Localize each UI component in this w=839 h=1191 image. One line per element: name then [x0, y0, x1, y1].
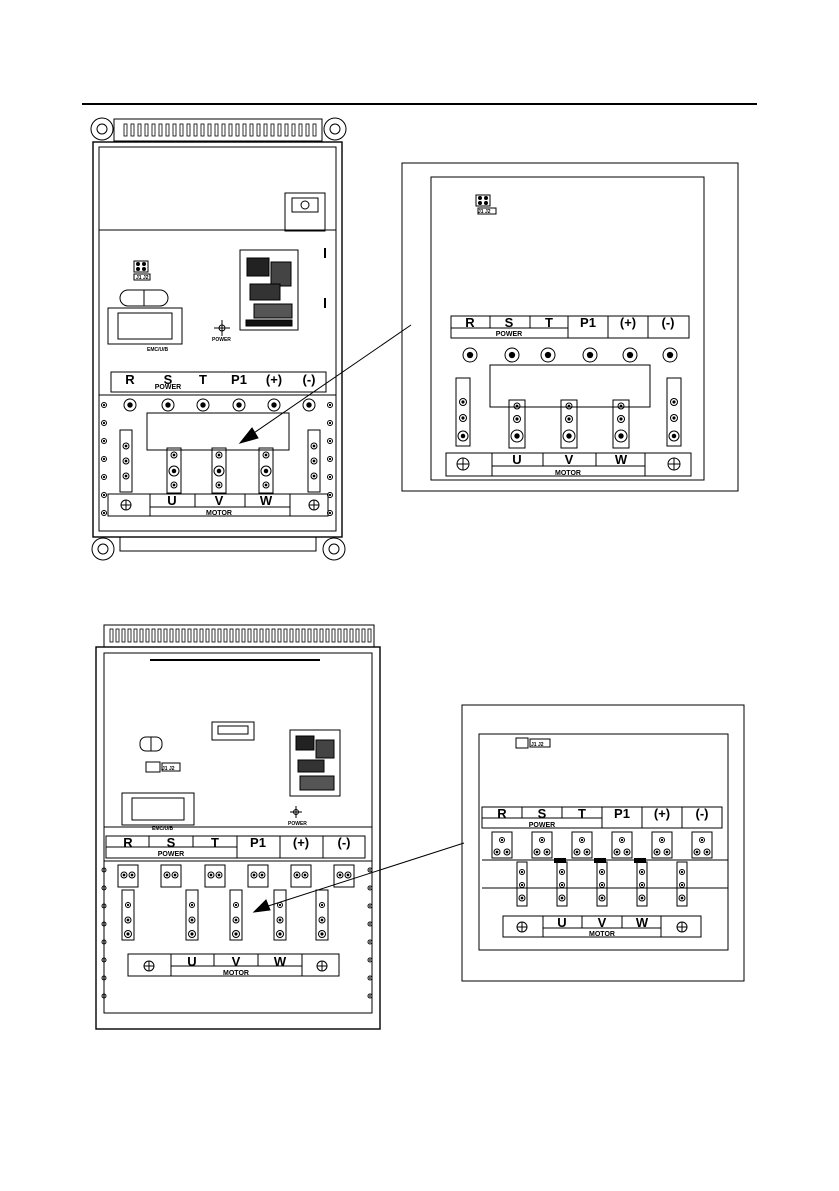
terminal-label: S: [167, 835, 176, 850]
top-motor-labels: U V W: [167, 493, 273, 508]
terminal-label: (+): [620, 315, 636, 330]
terminal-label: (-): [696, 806, 709, 821]
bottom-zoom-motor-title: MOTOR: [589, 931, 615, 938]
terminal-label: T: [211, 835, 219, 850]
bottom-busbars: [102, 865, 372, 998]
top-board-label: EMC/U/B: [147, 347, 169, 353]
terminal-label: W: [260, 493, 273, 508]
terminal-label: W: [636, 915, 649, 930]
terminal-label: U: [557, 915, 566, 930]
terminal-label: T: [199, 372, 207, 387]
top-switch-label: POWER: [212, 337, 231, 343]
terminal-label: P1: [250, 835, 266, 850]
top-zoom-motor-title: MOTOR: [555, 470, 581, 477]
terminal-label: (+): [654, 806, 670, 821]
bottom-jumper-label: J1 J2: [162, 766, 175, 772]
top-power-title: POWER: [155, 384, 181, 391]
top-ear-left: [91, 118, 113, 140]
top-vent-slots: [124, 124, 316, 136]
top-zoom-power-title: POWER: [496, 331, 522, 338]
bottom-switch-label: POWER: [288, 821, 307, 827]
terminal-label: U: [187, 954, 196, 969]
top-power-switch-icon: [214, 320, 230, 336]
terminal-label: (-): [303, 372, 316, 387]
terminal-label: V: [565, 452, 574, 467]
terminal-label: R: [125, 372, 135, 387]
terminal-label: W: [274, 954, 287, 969]
bottom-pointer-line: [262, 843, 464, 908]
bottom-zoom-power-title: POWER: [529, 822, 555, 829]
top-motor-title: MOTOR: [206, 510, 232, 517]
terminal-label: T: [545, 315, 553, 330]
terminal-label: T: [578, 806, 586, 821]
top-ear-right: [324, 118, 346, 140]
bottom-board-label: EMC/U/B: [152, 826, 174, 832]
terminal-label: P1: [614, 806, 630, 821]
terminal-label: P1: [231, 372, 247, 387]
terminal-label: (-): [662, 315, 675, 330]
bottom-zoom-power-labels: R S T P1 (+) (-): [497, 806, 708, 821]
top-jumper-label: J1 J2: [136, 275, 149, 281]
terminal-label: V: [215, 493, 224, 508]
terminal-label: V: [598, 915, 607, 930]
bottom-zoom-frame: [462, 705, 744, 981]
bottom-vent-slots: [110, 629, 371, 642]
terminal-label: R: [465, 315, 475, 330]
terminal-label: V: [232, 954, 241, 969]
top-power-label-bar: [111, 372, 326, 392]
top-zoom-motor-labels: U V W: [512, 452, 628, 467]
terminal-label: R: [497, 806, 507, 821]
bottom-motor-labels: U V W: [187, 954, 287, 969]
terminal-label: P1: [580, 315, 596, 330]
terminal-label: S: [538, 806, 547, 821]
bottom-zoom-detail: [462, 705, 744, 981]
terminal-label: W: [615, 452, 628, 467]
bottom-power-title: POWER: [158, 851, 184, 858]
top-zoom-jumper-label: J1 J2: [478, 209, 491, 215]
bottom-zoom-jumper-label: J1 J2: [531, 742, 544, 748]
bottom-power-switch-icon: [290, 806, 302, 818]
bottom-motor-title: MOTOR: [223, 970, 249, 977]
terminal-label: S: [505, 315, 514, 330]
top-zoom-power-bar: [451, 316, 689, 338]
terminal-label: (+): [266, 372, 282, 387]
terminal-label: U: [167, 493, 176, 508]
top-cover-plate: [147, 413, 289, 450]
terminal-label: (-): [338, 835, 351, 850]
terminal-label: U: [512, 452, 521, 467]
top-zoom-detail: [402, 163, 738, 491]
terminal-label: (+): [293, 835, 309, 850]
terminal-label: R: [123, 835, 133, 850]
top-drive-figure: J1 J2: [91, 118, 411, 560]
